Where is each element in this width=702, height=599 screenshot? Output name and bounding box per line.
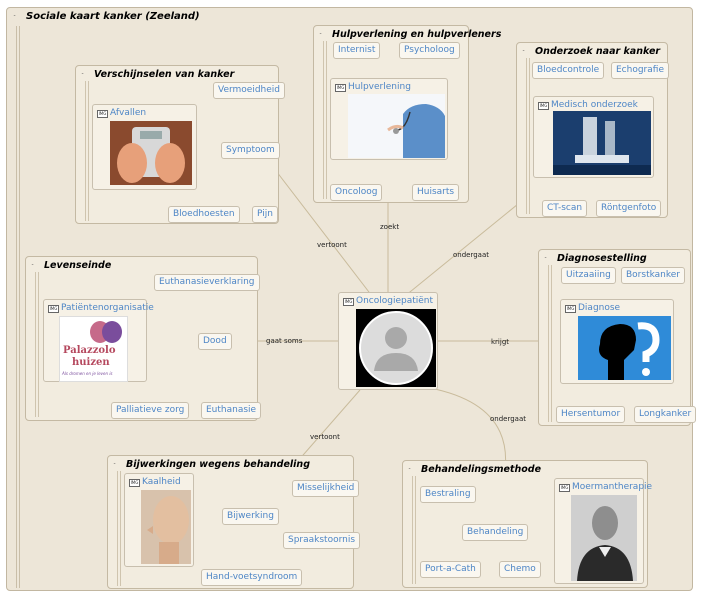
group-strip: [526, 58, 530, 214]
edge-label-ondergaat: ondergaat: [453, 251, 489, 259]
group-strip: [85, 81, 89, 221]
image-badge-icon: IMG: [559, 484, 570, 492]
node-oncoloog[interactable]: Oncoloog: [330, 184, 383, 201]
node-afvallen[interactable]: IMG Afvallen: [92, 104, 197, 190]
node-bloedhoesten[interactable]: Bloedhoesten: [168, 206, 240, 223]
node-chemo[interactable]: Chemo: [499, 561, 541, 578]
logo-text-1: Palazzolo: [63, 345, 116, 356]
image-badge-icon: IMG: [129, 479, 140, 487]
node-misselijkheid[interactable]: Misselijkheid: [292, 480, 360, 497]
map-title: Sociale kaart kanker (Zeeland): [26, 11, 200, 22]
doctor-image: [348, 94, 445, 158]
butterfly-icon: [90, 321, 122, 343]
edge-label-vertoont: vertoont: [317, 241, 347, 249]
collapse-toggle-icon[interactable]: -: [12, 12, 17, 19]
node-symptoom[interactable]: Symptoom: [221, 142, 280, 159]
node-bloedcontrole[interactable]: Bloedcontrole: [532, 62, 605, 79]
person-placeholder-icon: [356, 309, 436, 387]
group-strip: [323, 41, 327, 199]
node-kaalheid[interactable]: IMG Kaalheid: [124, 473, 194, 567]
node-behandeling[interactable]: Behandeling: [462, 524, 529, 541]
scale-feet-image: [110, 121, 192, 185]
image-badge-icon: IMG: [48, 305, 59, 313]
node-label: Medisch onderzoek: [551, 100, 638, 110]
image-badge-icon: IMG: [335, 84, 346, 92]
group-title: Verschijnselen van kanker: [94, 69, 235, 80]
node-diagnose[interactable]: IMG Diagnose: [560, 299, 674, 384]
node-borstkanker[interactable]: Borstkanker: [621, 267, 685, 284]
node-oncologiepatient[interactable]: IMG Oncologiepatiënt: [338, 292, 438, 390]
logo-tagline: Als dromen en je leven is: [62, 371, 113, 376]
node-spraakstoornis[interactable]: Spraakstoornis: [283, 532, 361, 549]
image-badge-icon: IMG: [343, 298, 354, 306]
node-label: Afvallen: [110, 108, 147, 118]
node-hulpverlening[interactable]: IMG Hulpverlening: [330, 78, 448, 160]
edge-label-zoekt: zoekt: [380, 223, 400, 231]
node-ct-scan[interactable]: CT-scan: [542, 200, 588, 217]
node-bijwerking[interactable]: Bijwerking: [222, 508, 279, 525]
node-euthanasieverklaring[interactable]: Euthanasieverklaring: [154, 274, 260, 291]
node-label: Diagnose: [578, 303, 621, 313]
node-uitzaaiing[interactable]: Uitzaaiing: [561, 267, 616, 284]
node-psycholoog[interactable]: Psycholoog: [399, 42, 460, 59]
group-title: Diagnosestelling: [557, 253, 647, 264]
collapse-toggle-icon[interactable]: -: [318, 30, 323, 37]
microscope-image: [553, 111, 651, 175]
node-medisch-onderzoek[interactable]: IMG Medisch onderzoek: [533, 96, 654, 178]
node-internist[interactable]: Internist: [333, 42, 381, 59]
group-title: Behandelingsmethode: [421, 464, 542, 475]
node-label: Patiëntenorganisatie: [61, 303, 154, 313]
group-strip: [412, 476, 416, 584]
node-port-a-cath[interactable]: Port-a-Cath: [420, 561, 481, 578]
group-strip: [117, 471, 121, 586]
portrait-image: [571, 495, 637, 581]
collapse-toggle-icon[interactable]: -: [407, 465, 412, 472]
group-title: Hulpverlening en hulpverleners: [332, 29, 502, 40]
image-badge-icon: IMG: [565, 305, 576, 313]
map-side-strip: [16, 26, 20, 588]
node-palliatieve-zorg[interactable]: Palliatieve zorg: [111, 402, 190, 419]
node-euthanasie[interactable]: Euthanasie: [201, 402, 262, 419]
logo-text-2: huizen: [72, 357, 110, 368]
edge-label-gaat-soms: gaat soms: [266, 337, 303, 345]
node-moermantherapie[interactable]: IMG Moermantherapie: [554, 478, 652, 584]
collapse-toggle-icon[interactable]: -: [80, 70, 85, 77]
node-label: Moermantherapie: [572, 482, 653, 492]
node-rontgenfoto[interactable]: Röntgenfoto: [596, 200, 662, 217]
node-vermoeidheid[interactable]: Vermoeidheid: [213, 82, 286, 99]
edge-label-vertoont-bottom: vertoont: [310, 433, 340, 441]
group-strip: [548, 265, 552, 422]
node-label: Hulpverlening: [348, 82, 411, 92]
question-head-image: [578, 316, 671, 380]
node-pijn[interactable]: Pijn: [252, 206, 278, 223]
node-label: Kaalheid: [142, 477, 181, 487]
group-title: Onderzoek naar kanker: [535, 46, 661, 57]
node-echografie[interactable]: Echografie: [611, 62, 669, 79]
node-hersentumor[interactable]: Hersentumor: [556, 406, 626, 423]
collapse-toggle-icon[interactable]: -: [112, 460, 117, 467]
group-title: Bijwerkingen wegens behandeling: [126, 459, 310, 470]
node-longkanker[interactable]: Longkanker: [634, 406, 697, 423]
palazzolo-logo: Palazzolo huizen Als dromen en je leven …: [59, 316, 128, 382]
edge-label-krijgt: krijgt: [491, 338, 510, 346]
node-huisarts[interactable]: Huisarts: [412, 184, 460, 201]
node-patientenorganisatie[interactable]: IMG Patiëntenorganisatie Palazzolo huize…: [43, 299, 154, 382]
bald-head-image: [141, 490, 191, 564]
group-strip: [35, 272, 39, 417]
collapse-toggle-icon[interactable]: -: [543, 254, 548, 261]
node-hand-voetsyndroom[interactable]: Hand-voetsyndroom: [201, 569, 303, 586]
collapse-toggle-icon[interactable]: -: [521, 47, 526, 54]
collapse-toggle-icon[interactable]: -: [30, 261, 35, 268]
group-title: Levenseinde: [44, 260, 112, 271]
image-badge-icon: IMG: [97, 110, 108, 118]
edge-label-ondergaat-bottom: ondergaat: [490, 415, 526, 423]
node-label: Oncologiepatiënt: [356, 296, 434, 306]
node-dood[interactable]: Dood: [198, 333, 232, 350]
node-bestraling[interactable]: Bestraling: [420, 486, 476, 503]
image-badge-icon: IMG: [538, 102, 549, 110]
